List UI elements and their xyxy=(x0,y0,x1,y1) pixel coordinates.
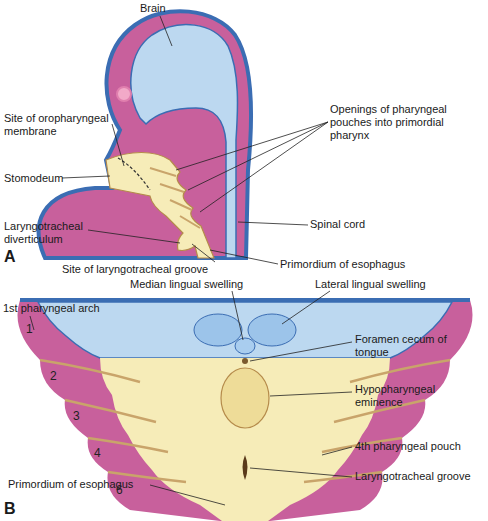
structure-label: Foramen cecum of tongue xyxy=(355,333,480,359)
arch-number: 1 xyxy=(26,323,40,336)
hypopharyngeal-eminence xyxy=(221,368,269,428)
pouch-ridges xyxy=(150,168,200,228)
structure-label: Primordium of esophagus xyxy=(280,258,450,271)
foramen-cecum xyxy=(242,358,248,364)
structure-label: Primordium of esophagus xyxy=(8,478,178,491)
structure-label: Site of laryngotracheal groove xyxy=(62,263,262,276)
structure-label: 4th pharyngeal pouch xyxy=(355,440,485,453)
lateral-lingual-swelling-right xyxy=(248,314,296,346)
panel-letter: A xyxy=(4,248,24,266)
leader-lines-b xyxy=(30,291,352,505)
arch-number: 4 xyxy=(94,447,108,460)
structure-label: Laryngotracheal groove xyxy=(355,470,485,483)
lateral-lingual-swelling-left xyxy=(194,314,242,346)
arch-number: 2 xyxy=(50,370,64,383)
primordial-pharynx xyxy=(106,153,214,259)
structure-label: Brain xyxy=(140,2,200,15)
structure-label: Lateral lingual swelling xyxy=(315,278,475,291)
median-lingual-swelling xyxy=(235,338,255,354)
structure-label: Hypopharyngeal eminence xyxy=(355,383,480,409)
structure-label: Site of oropharyngeal membrane xyxy=(4,112,116,138)
eye xyxy=(117,87,131,101)
leader-lines xyxy=(62,16,328,264)
structure-label: Laryngotracheal diverticulum xyxy=(4,220,114,246)
panel-letter: B xyxy=(4,500,24,518)
structure-label: Median lingual swelling xyxy=(130,278,290,291)
structure-label: Openings of pharyngeal pouches into prim… xyxy=(330,103,480,142)
structure-label: Spinal cord xyxy=(310,218,410,231)
arch-number: 6 xyxy=(116,484,130,497)
structure-label: 1st pharyngeal arch xyxy=(3,302,123,315)
laryngotracheal-groove xyxy=(243,455,248,480)
structure-label: Stomodeum xyxy=(4,172,84,185)
arch-number: 3 xyxy=(73,410,87,423)
